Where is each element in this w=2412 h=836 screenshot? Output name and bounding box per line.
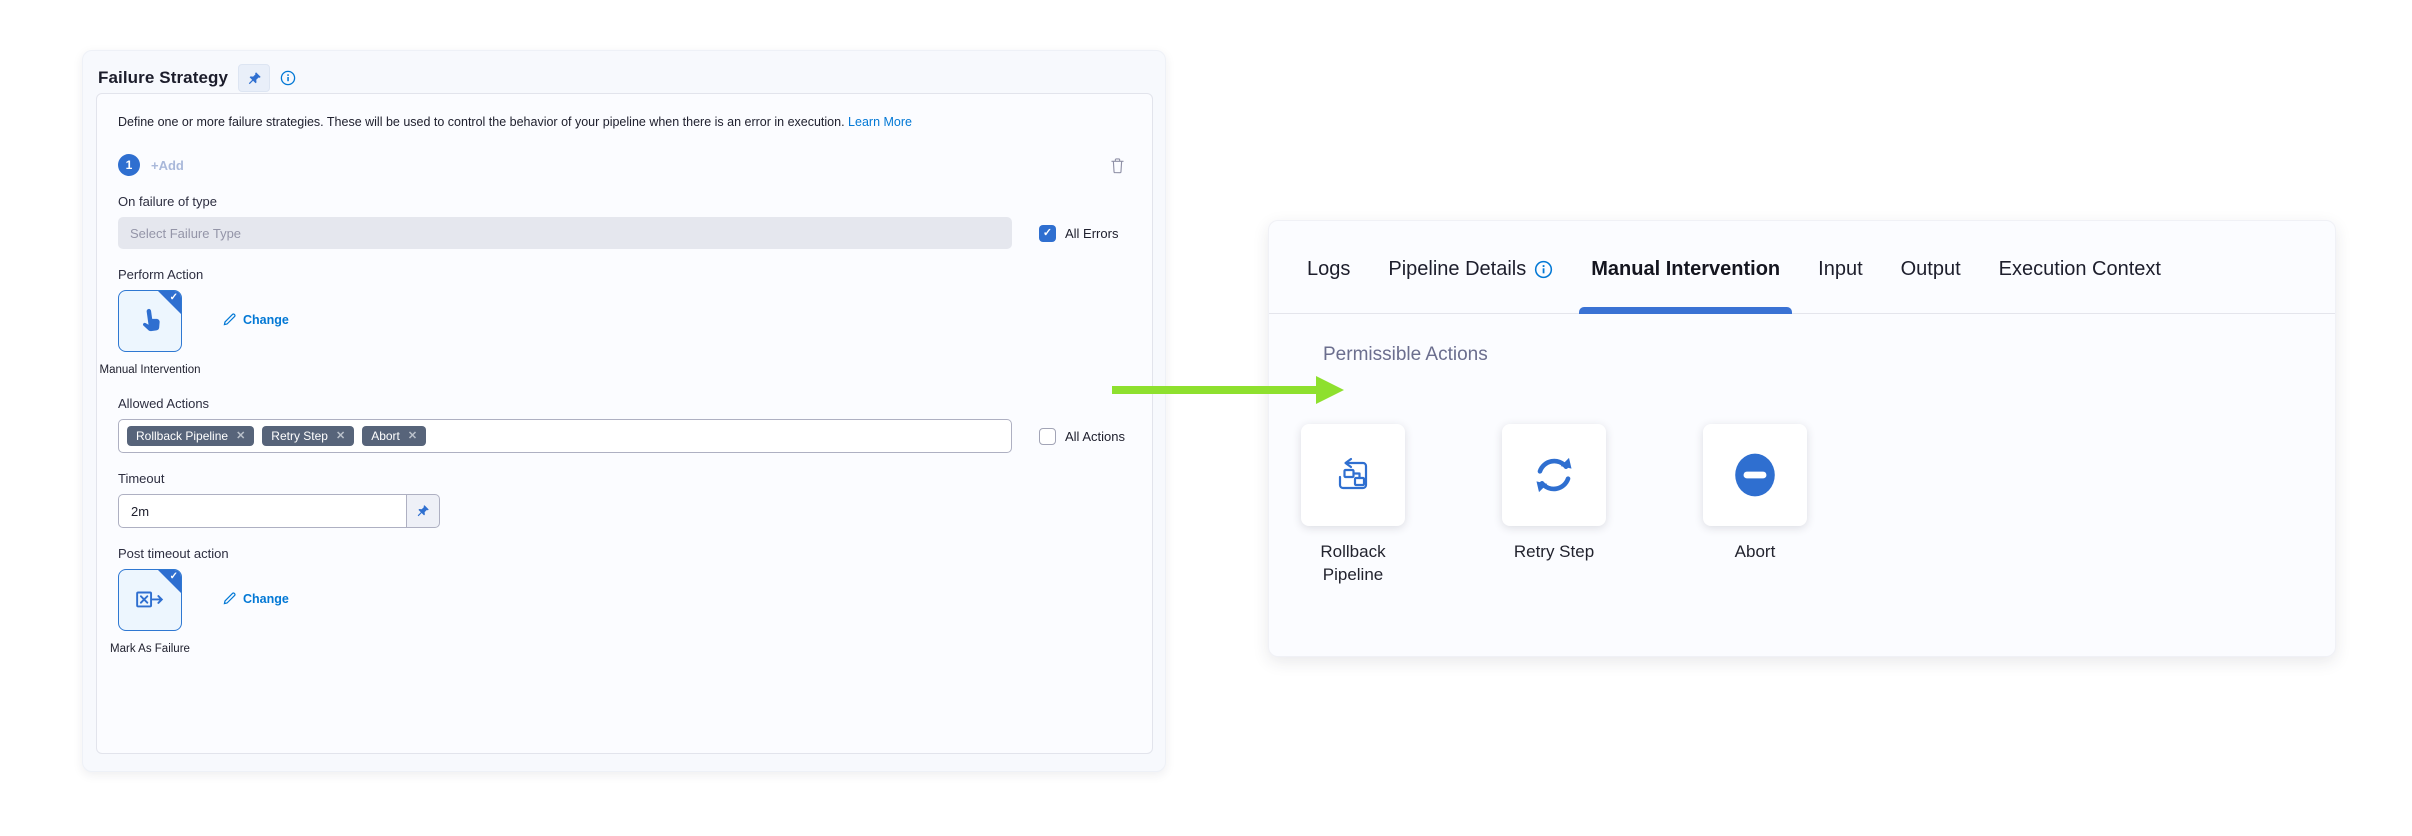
tag-label: Retry Step (271, 429, 328, 444)
green-arrow-line (1112, 386, 1318, 394)
remove-tag-icon[interactable]: ✕ (407, 429, 418, 442)
tab-label: Logs (1307, 257, 1351, 280)
permissible-action-label: Rollback Pipeline (1320, 542, 1386, 585)
tab-label: Execution Context (1998, 257, 2161, 280)
change-perform-action-link[interactable]: Change (222, 312, 289, 327)
permissible-actions-row: Rollback Pipeline Retry Step (1301, 424, 2335, 587)
permissible-actions-title: Permissible Actions (1323, 344, 1488, 365)
remove-tag-icon[interactable]: ✕ (335, 429, 346, 442)
tag-label: Abort (371, 429, 400, 444)
manual-intervention-card[interactable]: ✓ (118, 290, 182, 353)
failure-strategy-header: Failure Strategy (83, 51, 1165, 92)
permissible-action-rollback: Rollback Pipeline (1301, 424, 1405, 587)
manual-intervention-icon (142, 309, 160, 332)
pin-icon (248, 71, 261, 84)
strategy-index-badge[interactable]: 1 (118, 154, 140, 177)
permissible-action-abort: Abort (1703, 424, 1807, 587)
selected-corner (157, 291, 181, 316)
allowed-action-tag[interactable]: Retry Step ✕ (262, 426, 355, 447)
description-text: Define one or more failure strategies. T… (118, 115, 845, 129)
pencil-icon (223, 313, 236, 326)
tab-input[interactable]: Input (1818, 221, 1862, 313)
tab-output[interactable]: Output (1901, 221, 1961, 313)
rollback-pipeline-button[interactable] (1301, 424, 1405, 526)
failure-strategy-panel: Failure Strategy Define one or more fail… (82, 50, 1166, 772)
strategy-description: Define one or more failure strategies. T… (118, 114, 1131, 130)
allowed-actions-row: Rollback Pipeline ✕ Retry Step ✕ Abort ✕… (118, 419, 1131, 454)
all-actions-checkbox[interactable] (1039, 427, 1056, 445)
failure-type-select[interactable] (118, 217, 1012, 250)
selected-check-icon: ✓ (169, 571, 178, 583)
perform-action-name: Manual Intervention (99, 364, 201, 377)
info-icon-glyph (280, 70, 296, 86)
allowed-action-tag[interactable]: Abort ✕ (362, 426, 427, 447)
all-errors-label: All Errors (1065, 225, 1119, 241)
tag-label: Rollback Pipeline (136, 429, 229, 444)
tab-label: Pipeline Details (1388, 257, 1527, 280)
all-actions-label: All Actions (1065, 428, 1125, 444)
selected-corner (157, 570, 181, 595)
all-errors-group: ✓ All Errors (1039, 224, 1119, 242)
retry-step-icon (1536, 457, 1572, 493)
strategy-list-row: 1 +Add (118, 154, 1131, 177)
add-strategy-button[interactable]: +Add (151, 157, 184, 173)
pin-icon (417, 505, 429, 517)
pin-button[interactable] (238, 64, 271, 92)
post-timeout-label: Post timeout action (118, 546, 229, 562)
allowed-actions-input[interactable]: Rollback Pipeline ✕ Retry Step ✕ Abort ✕ (118, 419, 1012, 454)
tab-manual-intervention[interactable]: Manual Intervention (1579, 221, 1793, 314)
post-timeout-action-name: Mark As Failure (110, 643, 190, 656)
info-icon (1535, 260, 1553, 278)
post-timeout-block: ✓ Mark As Failure Change (110, 569, 1131, 657)
failure-strategy-card: Define one or more failure strategies. T… (96, 93, 1153, 754)
selected-check-icon: ✓ (169, 292, 178, 304)
allowed-action-tag[interactable]: Rollback Pipeline ✕ (127, 426, 255, 447)
timeout-input[interactable] (118, 494, 406, 529)
pencil-icon (223, 592, 236, 605)
mark-as-failure-card[interactable]: ✓ (118, 569, 182, 632)
perform-action-block: ✓ Manual Intervention Change (99, 290, 1131, 378)
info-icon[interactable] (280, 70, 296, 86)
abort-icon (1735, 453, 1775, 497)
green-arrow-head (1316, 376, 1344, 404)
perform-action-col: ✓ Manual Intervention (99, 290, 201, 378)
green-arrow (1112, 376, 1344, 404)
tab-pipeline-details[interactable]: Pipeline Details (1388, 221, 1553, 313)
permissible-action-retry: Retry Step (1502, 424, 1606, 587)
allowed-actions-label: Allowed Actions (118, 396, 210, 412)
mark-as-failure-icon (136, 591, 164, 608)
step-details-panel: Logs Pipeline Details Manual Interventio… (1268, 220, 2336, 657)
learn-more-link[interactable]: Learn More (848, 115, 912, 129)
abort-button[interactable] (1703, 424, 1807, 526)
details-tabbar: Logs Pipeline Details Manual Interventio… (1269, 221, 2335, 314)
checkmark-icon: ✓ (1042, 226, 1053, 239)
trash-icon (1111, 158, 1124, 173)
all-actions-group: All Actions (1039, 427, 1125, 445)
change-label: Change (243, 312, 289, 327)
perform-action-label: Perform Action (118, 267, 204, 283)
on-failure-label: On failure of type (118, 194, 217, 210)
permissible-action-label: Retry Step (1513, 542, 1595, 561)
tab-label: Input (1818, 257, 1863, 280)
all-errors-checkbox[interactable]: ✓ (1039, 224, 1056, 242)
tab-label: Output (1900, 257, 1961, 280)
tab-logs[interactable]: Logs (1307, 221, 1350, 313)
remove-tag-icon[interactable]: ✕ (236, 429, 246, 442)
panel-title: Failure Strategy (98, 68, 229, 87)
retry-step-button[interactable] (1502, 424, 1606, 526)
failure-type-row: ✓ All Errors (118, 217, 1131, 250)
tab-label: Manual Intervention (1591, 257, 1781, 280)
timeout-pin-button[interactable] (406, 494, 440, 529)
tab-execution-context[interactable]: Execution Context (1999, 221, 2161, 313)
post-timeout-col: ✓ Mark As Failure (110, 569, 190, 657)
timeout-label: Timeout (118, 471, 165, 487)
timeout-group (118, 494, 1131, 529)
change-post-timeout-link[interactable]: Change (222, 591, 289, 606)
permissible-action-label: Abort (1734, 542, 1776, 561)
change-label: Change (243, 591, 289, 606)
rollback-pipeline-icon (1338, 457, 1368, 490)
delete-strategy-button[interactable] (1110, 157, 1125, 174)
